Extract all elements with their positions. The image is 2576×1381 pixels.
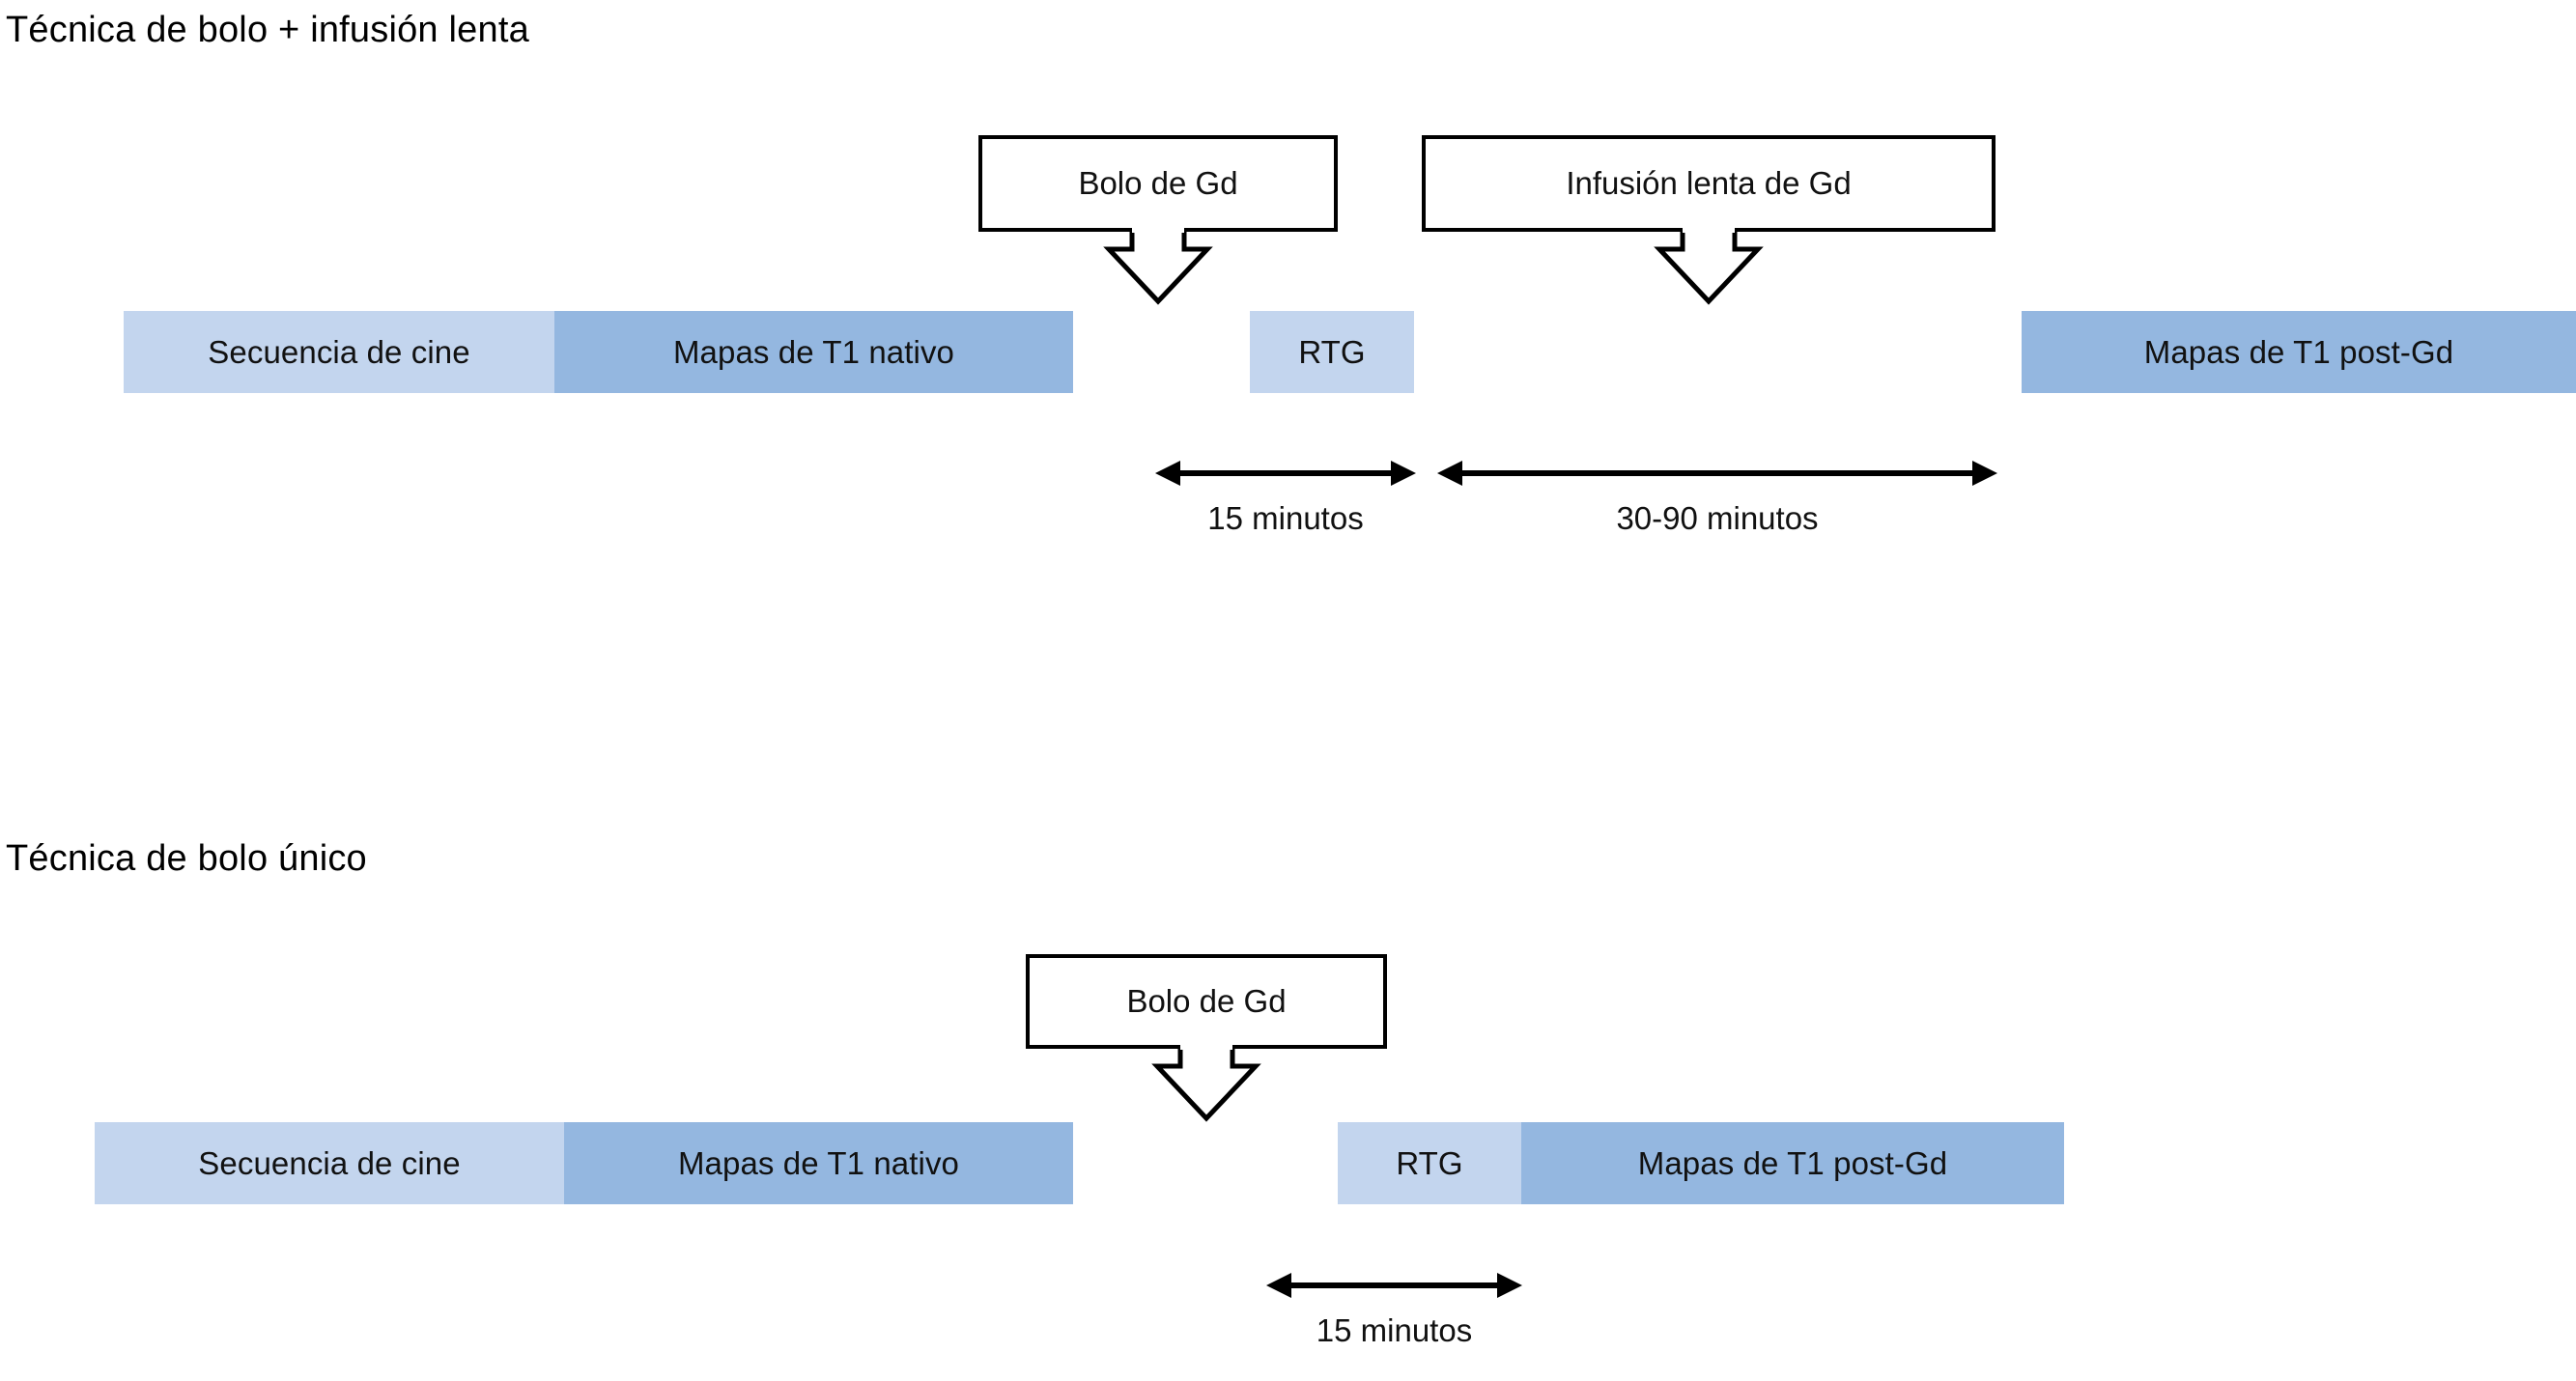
section-title-bolo-infusion: Técnica de bolo + infusión lenta xyxy=(6,10,529,50)
down-arrow-icon xyxy=(1151,1044,1261,1122)
double-arrow-icon xyxy=(1266,1273,1522,1298)
duration-label-30-90-minutos: 30-90 minutos xyxy=(1616,500,1819,536)
double-arrow-icon xyxy=(1437,461,1997,486)
section-title-bolo-unico: Técnica de bolo único xyxy=(6,838,367,879)
duration-label-15-minutos-2: 15 minutos xyxy=(1316,1312,1473,1348)
callout-bolo-de-gd: Bolo de Gd xyxy=(978,135,1338,305)
bar-rtg-2: RTG xyxy=(1338,1122,1521,1204)
callout-infusion-lenta-de-gd: Infusión lenta de Gd xyxy=(1422,135,1996,305)
duration-15-minutos-2: 15 minutos xyxy=(1266,1266,1522,1348)
bar-mapas-t1-nativo: Mapas de T1 nativo xyxy=(554,311,1073,393)
bar-secuencia-de-cine: Secuencia de cine xyxy=(124,311,554,393)
down-arrow-icon xyxy=(1654,227,1764,305)
bar-mapas-t1-post-gd: Mapas de T1 post-Gd xyxy=(2022,311,2576,393)
duration-15-minutos: 15 minutos xyxy=(1155,454,1416,536)
duration-30-90-minutos: 30-90 minutos xyxy=(1437,454,1997,536)
callout-bolo-de-gd-2: Bolo de Gd xyxy=(1026,954,1387,1122)
callout-label-bolo-de-gd-2: Bolo de Gd xyxy=(1026,954,1387,1049)
double-arrow-icon xyxy=(1155,461,1416,486)
callout-label-infusion-lenta-de-gd: Infusión lenta de Gd xyxy=(1422,135,1996,232)
down-arrow-icon xyxy=(1103,227,1213,305)
duration-label-15-minutos: 15 minutos xyxy=(1207,500,1364,536)
callout-label-bolo-de-gd: Bolo de Gd xyxy=(978,135,1338,232)
bar-rtg: RTG xyxy=(1250,311,1414,393)
bar-secuencia-de-cine-2: Secuencia de cine xyxy=(95,1122,564,1204)
bar-mapas-t1-nativo-2: Mapas de T1 nativo xyxy=(564,1122,1073,1204)
bar-mapas-t1-post-gd-2: Mapas de T1 post-Gd xyxy=(1521,1122,2064,1204)
